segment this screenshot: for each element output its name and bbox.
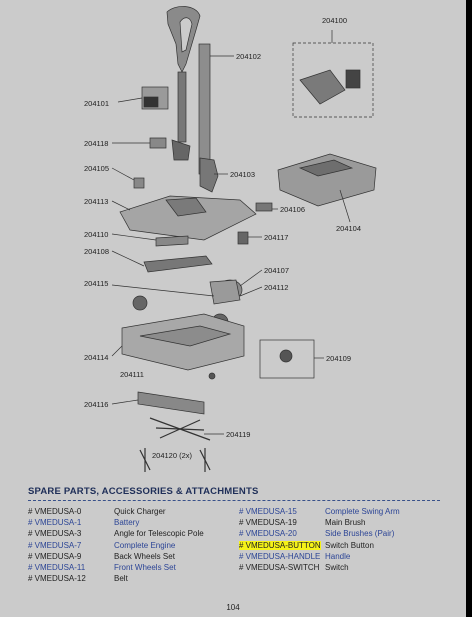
part-name: Main Brush: [325, 518, 366, 528]
part-name-link[interactable]: Complete Engine: [114, 540, 176, 550]
section-divider: [28, 500, 440, 501]
part-code-link[interactable]: # VMEDUSA-HANDLE: [239, 551, 321, 561]
diagram-label: 204100: [322, 16, 348, 25]
diagram-label: 204109: [326, 354, 352, 363]
part-name: Angle for Telescopic Pole: [114, 529, 204, 539]
diagram-label: 204120 (2x): [152, 451, 193, 460]
diagram-label: 204118: [84, 139, 109, 148]
diagram-label: 204107: [264, 266, 290, 275]
parts-row[interactable]: # VMEDUSA-20 Side Brushes (Pair): [239, 528, 400, 539]
part-name: Switch: [325, 563, 349, 573]
parts-row[interactable]: # VMEDUSA-1 Battery: [28, 517, 204, 528]
diagram-label: 204116: [84, 400, 109, 409]
diagram-label: 204105: [84, 164, 110, 173]
part-name-link[interactable]: Complete Swing Arm: [325, 507, 400, 516]
diagram-label: 204108: [84, 247, 110, 256]
part-code-highlighted: # VMEDUSA-BUTTON: [239, 540, 321, 550]
parts-row: # VMEDUSA-3 Angle for Telescopic Pole: [28, 528, 204, 539]
diagram-label: 204101: [84, 99, 110, 108]
diagram-label: 204117: [264, 233, 289, 242]
parts-row[interactable]: # VMEDUSA-HANDLE Handle: [239, 551, 400, 562]
part-name-link[interactable]: Front Wheels Set: [114, 563, 176, 573]
parts-list-right: # VMEDUSA-15 Complete Swing Arm # VMEDUSA…: [239, 506, 400, 573]
diagram-label: 204112: [264, 283, 289, 292]
diagram-label: 204119: [226, 430, 251, 439]
diagram-label: 204110: [84, 230, 109, 239]
parts-list-left: # VMEDUSA-0 Quick Charger # VMEDUSA-1 Batt…: [28, 506, 204, 584]
diagram-label: 204103: [230, 170, 256, 179]
part-code-link[interactable]: # VMEDUSA-15: [239, 507, 297, 516]
part-code: # VMEDUSA-SWITCH: [239, 563, 320, 573]
page-number: 104: [226, 603, 240, 612]
parts-row: # VMEDUSA-0 Quick Charger: [28, 506, 204, 517]
part-code: # VMEDUSA-19: [239, 518, 297, 528]
part-code: # VMEDUSA-0: [28, 507, 82, 516]
diagram-label: 204113: [84, 197, 109, 206]
part-code-link[interactable]: # VMEDUSA-20: [239, 529, 297, 539]
diagram-label: 204102: [236, 52, 262, 61]
part-code: # VMEDUSA-9: [28, 551, 82, 561]
part-code-link[interactable]: # VMEDUSA-7: [28, 540, 82, 550]
parts-row[interactable]: # VMEDUSA-11 Front Wheels Set: [28, 562, 204, 573]
parts-row: # VMEDUSA-12 Belt: [28, 573, 204, 584]
part-name-link[interactable]: Side Brushes (Pair): [325, 529, 395, 539]
part-code: # VMEDUSA-12: [28, 574, 86, 584]
part-name: Switch Button: [325, 540, 374, 550]
diagram-label: 204104: [336, 224, 362, 233]
part-code-link[interactable]: # VMEDUSA-11: [28, 563, 86, 573]
diagram-label: 204114: [84, 353, 109, 362]
part-code: # VMEDUSA-3: [28, 529, 82, 539]
part-name: Back Wheels Set: [114, 551, 175, 561]
part-name-link[interactable]: Handle: [325, 551, 351, 561]
parts-row: # VMEDUSA-SWITCH Switch: [239, 562, 400, 573]
parts-row: # VMEDUSA-9 Back Wheels Set: [28, 551, 204, 562]
parts-row[interactable]: # VMEDUSA-7 Complete Engine: [28, 540, 204, 551]
diagram-label: 204106: [280, 205, 306, 214]
parts-row[interactable]: # VMEDUSA-15 Complete Swing Arm: [239, 506, 400, 517]
parts-row: # VMEDUSA-19 Main Brush: [239, 517, 400, 528]
exploded-parts-diagram: [111, 6, 377, 472]
diagram-label: 204111: [120, 370, 144, 379]
diagram-label: 204115: [84, 279, 109, 288]
part-name: Belt: [114, 574, 128, 584]
part-name: Quick Charger: [114, 507, 166, 516]
section-title: SPARE PARTS, ACCESSORIES & ATTACHMENTS: [28, 486, 259, 497]
part-code-link[interactable]: # VMEDUSA-1: [28, 518, 82, 528]
part-name-link[interactable]: Battery: [114, 518, 140, 528]
parts-row: # VMEDUSA-BUTTON Switch Button: [239, 540, 400, 551]
